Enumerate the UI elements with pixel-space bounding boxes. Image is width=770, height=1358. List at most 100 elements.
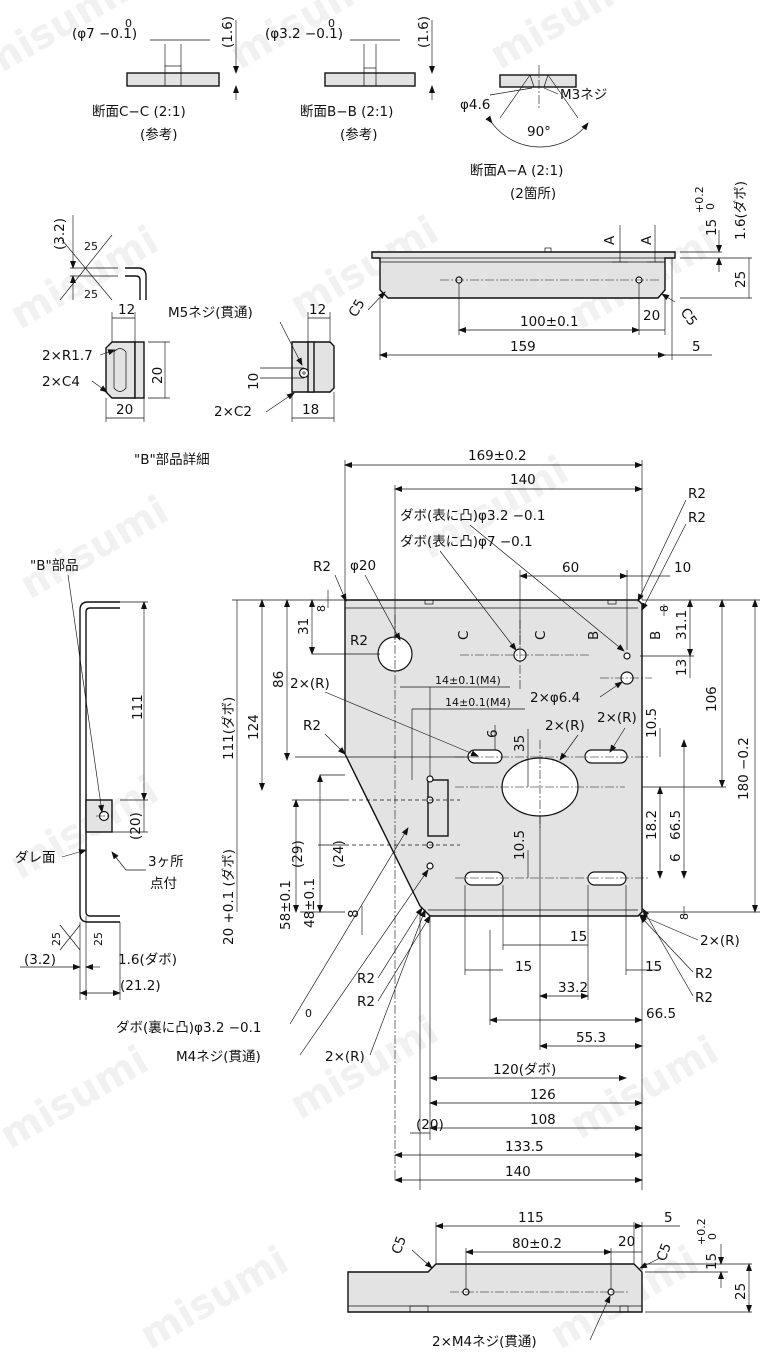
bend-angle-1: 25 [84,240,98,253]
top-tol-15-up: +0.2 [693,186,706,213]
main-2r-d: 2×(R) [325,1049,365,1065]
b-part-right-mid [307,341,315,393]
bottom-dim-5: 5 [664,1210,673,1226]
top-thk-dabo: 1.6(ダボ) [733,181,749,240]
slot-lower-right [587,871,627,886]
cc-dim-thk: (1.6) [220,16,236,48]
main-dim-106: 106 [704,686,720,712]
top-dim-100: 100±0.1 [520,314,579,330]
main-dim-66-5h: 66.5 [646,1006,676,1022]
main-dim-15c: 15 [645,959,662,975]
section-a-a: φ4.6 M3ネジ 90° 断面A−A (2:1) (2箇所) [460,65,607,202]
bottom-view-body [347,1263,643,1313]
bp-right-h: 10 [246,373,262,390]
bottom-view: 115 5 80±0.2 20 C5 C5 15 +0.2 0 25 2×M4ネ… [347,1210,752,1350]
bp-title: "B"部品詳細 [134,452,210,468]
watermark: misumi [0,0,136,89]
main-dim-8a: 8 [315,605,328,612]
bottom-c5-right: C5 [654,1241,675,1263]
bend-angle-2: 25 [84,288,98,301]
main-dim-10: 10 [674,560,691,576]
main-view: 169±0.2 140 6 0 10 R2 R2 ダボ(表に凸)φ3.2 −0.1… [116,448,760,1190]
main-dabo-32: ダボ(表に凸)φ3.2 −0.1 [400,508,545,524]
main-dim-108: 108 [530,1112,556,1128]
side-dim-111: 111 [130,694,146,720]
main-dim-13: 13 [674,659,690,676]
watermark: misumi [482,0,646,79]
dabo-phi3-2 [623,652,631,660]
aa-thread: M3ネジ [560,87,607,103]
aa-note: (2箇所) [510,185,556,202]
side-b-part-label: "B"部品 [30,558,79,574]
top-cut-a2: A [639,235,655,245]
section-c-plate [126,72,220,87]
main-dim-86: 86 [271,671,287,688]
slot-upper-right [584,749,628,764]
main-tol-zero: 0 [305,1007,312,1020]
cc-tol-upper: 0 [125,17,132,30]
bottom-m4-thread: 2×M4ネジ(貫通) [432,1334,537,1350]
main-dim-48: 48±0.1 [302,878,318,928]
bp-right-c: 2×C2 [214,404,252,420]
main-dim-20p: (20) [416,1117,444,1133]
main-dim-8c: 8 [346,909,362,918]
bb-title: 断面B−B (2:1) [300,104,393,120]
top-height-25: 25 [733,271,749,288]
main-dim-15a: 15 [570,929,587,945]
bp-right-w: 12 [309,302,326,318]
main-dim-10-5b: 10.5 [512,830,528,860]
cc-dim-dia: (φ7 −0.1) [72,26,137,42]
bp-left-c: 2×C4 [42,374,80,390]
b-part-on-plate [427,779,449,837]
main-cut-b1: B [586,631,602,640]
aa-title: 断面A−A (2:1) [470,163,563,179]
main-dim-140-bottom: 140 [505,1164,531,1180]
main-dim-15b: 15 [515,959,532,975]
watermark: misumi [282,1007,446,1128]
main-dim-20-dabo: 20 +0.1 (ダボ) [221,849,237,945]
main-dim-29: (29) [290,840,306,868]
main-dim-14a: 14±0.1(M4) [435,674,501,687]
main-dim-14b: 14±0.1(M4) [445,696,511,709]
main-dabo-7: ダボ(表に凸)φ7 −0.1 [400,534,533,550]
section-b-boss [363,67,377,87]
main-dim-8b: 8 [658,605,671,612]
main-2r-b: 2×(R) [545,718,585,734]
bp-left-h: 20 [150,367,166,384]
b-part-left-view [105,341,136,399]
bottom-dim-80: 80±0.2 [512,1236,562,1252]
watermark: misumi [0,1037,156,1158]
main-r2-tl: R2 [313,559,331,575]
watermark: misumi [132,1237,296,1358]
side-dim-21-2: (21.2) [120,978,161,994]
main-dim-31-1: 31.1 [674,610,690,640]
main-r2-bl1: R2 [357,971,375,987]
b-part-left-side [134,341,145,399]
bb-note: (参考) [340,126,378,143]
side-spot: 3ヶ所 [148,854,184,870]
main-dim-126: 126 [530,1087,556,1103]
bottom-tol-15-up: +0.2 [695,1218,708,1245]
aa-angle: 90° [527,124,551,140]
main-dim-8d: 8 [678,913,691,920]
main-dim-33-2: 33.2 [558,980,588,996]
main-dim-10-5a: 10.5 [644,708,660,738]
main-dim-31: 31 [296,618,312,635]
main-dim-6b: 6 [668,853,684,862]
main-r2-tr1: R2 [688,486,706,502]
b-part-detail: 12 2×R1.7 2×C4 20 20 12 M5ネジ(貫通) 10 2×C2… [42,302,335,468]
main-dim-66-5v: 66.5 [668,810,684,840]
main-dim-133-5: 133.5 [505,1139,544,1155]
main-2phi64: 2×φ6.4 [530,690,580,706]
m5-thread-hole [298,367,310,379]
main-cut-c1: C [456,631,472,640]
slot-upper-left [467,749,503,764]
cc-note: (参考) [140,126,178,143]
bb-dim-thk: (1.6) [416,16,432,48]
main-r2-tr2: R2 [688,510,706,526]
main-cut-c2: C [533,631,549,640]
side-thk-dabo: 1.6(ダボ) [118,952,177,968]
bp-right-base: 18 [302,402,319,418]
main-dim-169: 169±0.2 [468,448,527,464]
